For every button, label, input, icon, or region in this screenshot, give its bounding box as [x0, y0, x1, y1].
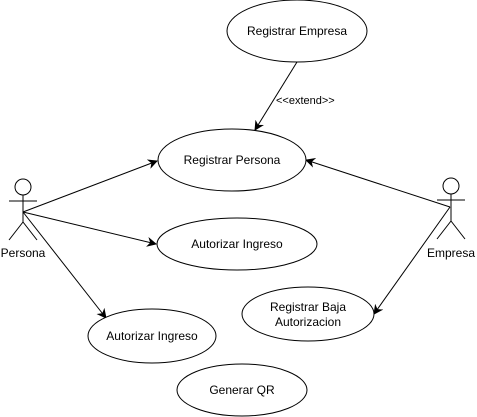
- association-empresa-registrar-baja: [373, 206, 451, 315]
- use-case-registrar-empresa[interactable]: Registrar Empresa: [226, 0, 368, 63]
- extend-edge: [254, 61, 298, 131]
- actor-label: Empresa: [427, 246, 475, 260]
- use-case-registrar-baja-autorizacion[interactable]: Registrar Baja Autorizacion: [241, 286, 375, 342]
- extend-label: <<extend>>: [276, 95, 335, 107]
- use-case-label: Autorizar Ingreso: [191, 237, 283, 251]
- actor-label: Persona: [1, 246, 46, 260]
- stick-figure-icon: [436, 177, 466, 240]
- association-persona-autorizar-ingreso-1: [22, 211, 157, 247]
- association-persona-autorizar-ingreso-2: [22, 211, 107, 319]
- use-case-generar-qr[interactable]: Generar QR: [176, 363, 308, 417]
- use-case-autorizar-ingreso-2[interactable]: Autorizar Ingreso: [87, 308, 217, 364]
- association-empresa-registrar-persona: [305, 158, 451, 208]
- use-case-label: Generar QR: [209, 383, 275, 397]
- use-case-autorizar-ingreso-1[interactable]: Autorizar Ingreso: [156, 217, 318, 271]
- stick-figure-icon: [8, 178, 38, 241]
- relations: <<extend>>: [22, 61, 451, 319]
- use-case-label-line-1: Registrar Baja: [270, 300, 346, 314]
- use-case-registrar-persona[interactable]: Registrar Persona: [157, 128, 307, 192]
- association-persona-registrar-persona: [22, 159, 158, 213]
- use-case-label: Registrar Empresa: [247, 24, 347, 38]
- use-case-label: Autorizar Ingreso: [106, 329, 198, 343]
- actor-persona[interactable]: Persona: [1, 178, 46, 260]
- use-case-label-line-2: Autorizacion: [275, 315, 341, 329]
- actor-empresa[interactable]: Empresa: [427, 177, 475, 260]
- use-case-label: Registrar Persona: [184, 153, 281, 167]
